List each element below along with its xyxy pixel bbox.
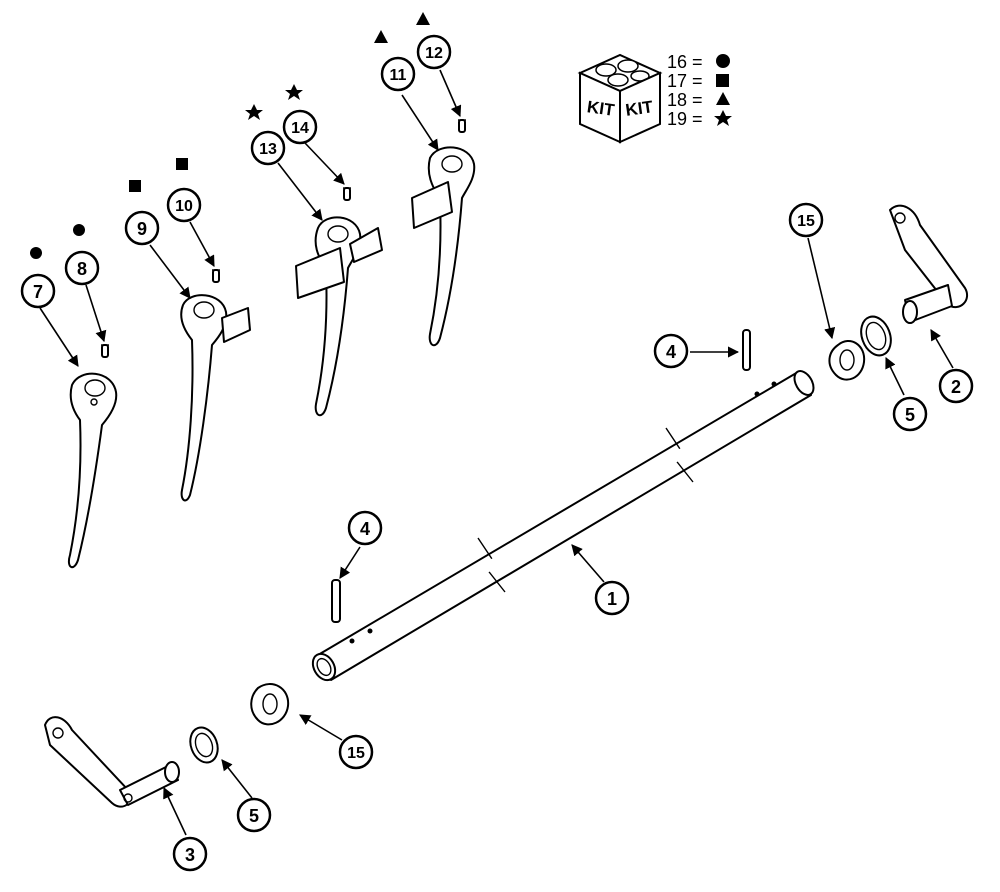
svg-text:5: 5 <box>249 806 259 826</box>
roll-pin-upper <box>742 329 751 371</box>
screw-14 <box>343 187 351 201</box>
square-symbol-icon <box>129 180 141 192</box>
callout-8: 8 <box>64 250 100 286</box>
retaining-clip-left <box>250 683 290 726</box>
callout-12: 12 <box>416 34 452 70</box>
svg-text:12: 12 <box>425 45 443 62</box>
svg-text:9: 9 <box>137 219 147 239</box>
star-symbol-icon <box>245 104 263 120</box>
shaft <box>311 370 815 682</box>
callout-11: 11 <box>380 56 416 92</box>
kit-box-icon: KIT KIT <box>577 53 663 144</box>
square-symbol-icon <box>176 158 188 170</box>
triangle-symbol-icon <box>374 30 388 43</box>
legend-label-17: 17 = <box>667 71 703 91</box>
svg-text:1: 1 <box>607 589 617 609</box>
legend-label-18: 18 = <box>667 90 703 110</box>
svg-text:10: 10 <box>175 198 193 215</box>
square-symbol-icon <box>716 74 729 87</box>
crank-arm-right <box>889 204 968 324</box>
star-symbol-icon <box>285 84 303 100</box>
lever-13 <box>295 216 383 417</box>
callout-1: 1 <box>594 580 630 616</box>
callout-7: 7 <box>20 273 56 309</box>
svg-text:2: 2 <box>951 377 961 397</box>
washer-right <box>860 315 892 357</box>
callout-10: 10 <box>166 187 202 223</box>
callout-5-right: 5 <box>892 396 928 432</box>
screw-10 <box>212 269 220 283</box>
svg-text:15: 15 <box>797 213 815 230</box>
callout-9: 9 <box>124 210 160 246</box>
callout-15-right: 15 <box>788 202 824 238</box>
kit-legend: 16 = 17 = 18 = 19 = <box>667 52 732 129</box>
circle-symbol-icon <box>73 224 85 236</box>
svg-text:5: 5 <box>905 405 915 425</box>
svg-text:4: 4 <box>666 342 676 362</box>
svg-text:14: 14 <box>291 120 309 137</box>
star-symbol-icon <box>714 110 732 126</box>
triangle-symbol-icon <box>716 92 730 105</box>
svg-text:3: 3 <box>185 845 195 865</box>
circle-symbol-icon <box>30 247 42 259</box>
svg-text:15: 15 <box>347 745 365 762</box>
svg-text:7: 7 <box>33 282 43 302</box>
lever-7 <box>68 372 118 569</box>
callout-13: 13 <box>250 130 286 166</box>
screw-8 <box>101 344 109 358</box>
roll-pin-lower <box>331 579 341 623</box>
kit-symbol-markers <box>30 12 430 259</box>
svg-text:4: 4 <box>360 519 370 539</box>
lever-11 <box>411 146 476 347</box>
kit-label-right: KIT <box>624 97 654 120</box>
leader-lines <box>39 69 954 836</box>
lever-9 <box>180 294 251 502</box>
callout-14: 14 <box>282 109 318 145</box>
svg-text:8: 8 <box>77 259 87 279</box>
callout-15-left: 15 <box>338 734 374 770</box>
circle-symbol-icon <box>716 54 730 68</box>
svg-text:13: 13 <box>259 141 277 158</box>
screw-12 <box>458 119 466 133</box>
callout-4-upper: 4 <box>653 333 689 369</box>
legend-label-16: 16 = <box>667 52 703 72</box>
callout-4-lower: 4 <box>347 510 383 546</box>
triangle-symbol-icon <box>416 12 430 25</box>
legend-label-19: 19 = <box>667 109 703 129</box>
callout-5-left: 5 <box>236 797 272 833</box>
crank-arm-left <box>44 716 180 808</box>
callout-3: 3 <box>172 836 208 872</box>
callout-2: 2 <box>938 368 974 404</box>
washer-left <box>189 726 219 764</box>
retaining-clip-right <box>828 340 866 381</box>
svg-text:11: 11 <box>390 67 407 84</box>
kit-label-left: KIT <box>586 97 616 120</box>
